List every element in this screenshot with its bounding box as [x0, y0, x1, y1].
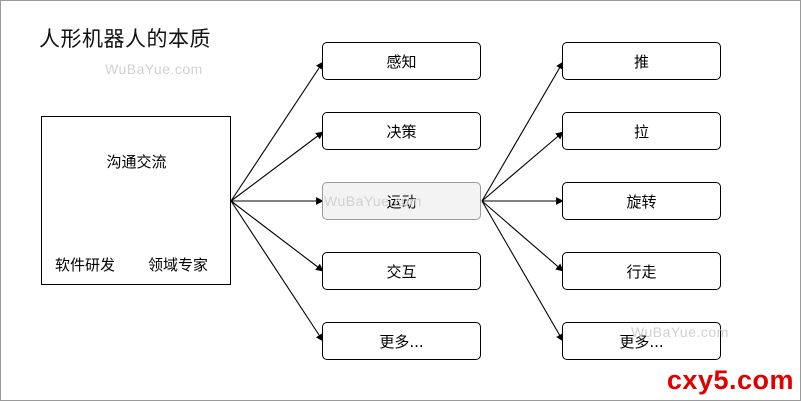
node-rotate: 旋转	[562, 182, 721, 220]
node-decision: 决策	[322, 112, 481, 150]
person-label-developer: 软件研发	[55, 256, 116, 274]
node-perception: 感知	[322, 42, 481, 80]
left-arrows	[230, 61, 324, 342]
bubble-label: 沟通交流	[106, 152, 167, 171]
node-more-categories: 更多...	[322, 322, 481, 360]
node-walk: 行走	[562, 252, 721, 290]
node-pull: 拉	[562, 112, 721, 150]
node-interaction: 交互	[322, 252, 481, 290]
right-arrows	[481, 61, 564, 342]
brand-logo-text: cxy5.com	[666, 365, 794, 395]
person-label-expert: 领域专家	[148, 256, 209, 274]
node-push: 推	[562, 42, 721, 80]
watermark-top: WuBaYue.com	[105, 61, 203, 77]
team-group	[41, 116, 231, 285]
watermark-middle: WuBaYue.com	[324, 193, 422, 209]
node-more-actions: 更多...	[562, 322, 721, 360]
node-motion: 运动	[322, 182, 481, 220]
diagram-title: 人形机器人的本质	[39, 27, 211, 51]
watermark-bottom: WuBaYue.com	[631, 324, 729, 340]
